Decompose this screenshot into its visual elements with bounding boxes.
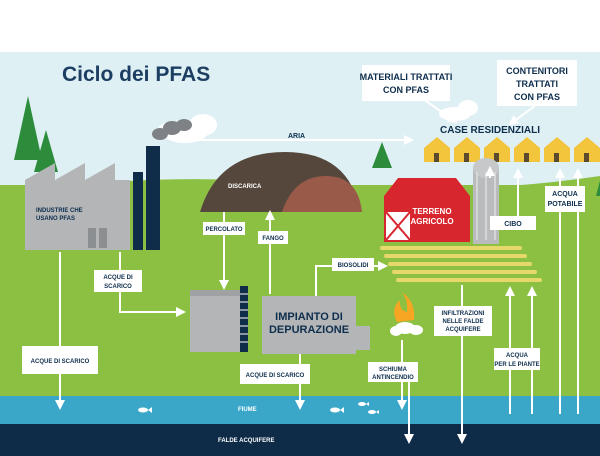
contenitori-label-line2: TRATTATI [516, 79, 558, 89]
acqua-potabile-line2: POTABILE [548, 201, 583, 208]
fango-label: FANGO [262, 236, 284, 242]
percolato-label: PERCOLATO [205, 227, 242, 233]
cibo-label-box: CIBO [490, 216, 536, 230]
schiuma-line2: ANTINCENDIO [372, 375, 414, 381]
crop-rows [380, 246, 542, 282]
industrie-label-line2: USANO PFAS [36, 216, 75, 222]
materiali-label-line2: CON PFAS [383, 85, 429, 95]
discarica-label: DISCARICA [228, 184, 262, 190]
landfill-icon [200, 152, 362, 212]
acqua-potabile-label-box: ACQUA POTABILE [545, 186, 585, 212]
contenitori-label-box: CONTENITORI TRATTATI CON PFAS [497, 60, 577, 106]
acque-scarico-mid-box: ACQUE DI SCARICO [240, 364, 310, 384]
schiuma-label-box: SCHIUMA ANTINCENDIO [368, 362, 418, 382]
diagram-title: Ciclo dei PFAS [62, 63, 210, 86]
falde-label: FALDE ACQUIFERE [218, 438, 274, 444]
materiali-label-line1: MATERIALI TRATTATI [360, 72, 453, 82]
infiltrazioni-line1: INFILTRAZIONI [442, 311, 485, 317]
contenitori-label-line3: CON PFAS [514, 92, 560, 102]
biosolidi-label: BIOSOLIDI [338, 263, 369, 269]
tree-icon-center [372, 142, 392, 168]
treatment-plant-icon [190, 286, 370, 354]
fiume-label: FIUME [238, 407, 257, 413]
terreno-label-line2: AGRICOLO [410, 217, 453, 226]
percolato-label-box: PERCOLATO [203, 222, 245, 235]
acque-scarico-mid-label: ACQUE DI SCARICO [246, 373, 305, 379]
industrie-label-line1: INDUSTRIE CHE [36, 208, 83, 214]
infiltrazioni-label-box: INFILTRAZIONI NELLE FALDE ACQUIFERE [434, 306, 492, 336]
terreno-label-line1: TERRENO [412, 207, 451, 216]
infiltrazioni-line2: NELLE FALDE [442, 319, 483, 325]
tree-icon-left [14, 96, 58, 172]
tree-icon-right [596, 180, 600, 196]
barn-icon [384, 178, 470, 242]
acqua-piante-line2: PER LE PIANTE [494, 362, 539, 368]
cibo-label: CIBO [504, 221, 522, 228]
fish-icons [138, 402, 379, 414]
smoke-icon [152, 119, 192, 140]
acque-scarico-1-line1: ACQUE DI [103, 275, 133, 281]
acque-scarico-1-line2: SCARICO [104, 284, 132, 290]
materiali-label-box: MATERIALI TRATTATI CON PFAS [360, 65, 453, 101]
impianto-label-line2: DEPURAZIONE [269, 324, 349, 336]
acque-scarico-box-1: ACQUE DI SCARICO [94, 270, 142, 292]
aria-label: ARIA [288, 133, 305, 140]
aquifer-band [0, 424, 600, 456]
contenitori-label-line1: CONTENITORI [506, 66, 568, 76]
fire-foam-icon [390, 292, 423, 336]
houses-icon [424, 137, 600, 162]
infiltrazioni-line3: ACQUIFERE [445, 327, 480, 333]
factory-icon [25, 146, 160, 250]
acqua-piante-line1: ACQUA [506, 353, 529, 359]
biosolidi-label-box: BIOSOLIDI [332, 258, 374, 271]
case-label: CASE RESIDENZIALI [440, 125, 540, 136]
schiuma-line1: SCHIUMA [379, 367, 408, 373]
silo-icon [473, 158, 499, 244]
acque-scarico-left-label: ACQUE DI SCARICO [31, 359, 90, 365]
fango-label-box: FANGO [258, 231, 288, 244]
acqua-piante-label-box: ACQUA PER LE PIANTE [494, 348, 540, 370]
acqua-potabile-line1: ACQUA [552, 191, 578, 198]
impianto-label-line1: IMPIANTO DI [275, 311, 343, 323]
acque-scarico-left-box: ACQUE DI SCARICO [22, 346, 98, 374]
